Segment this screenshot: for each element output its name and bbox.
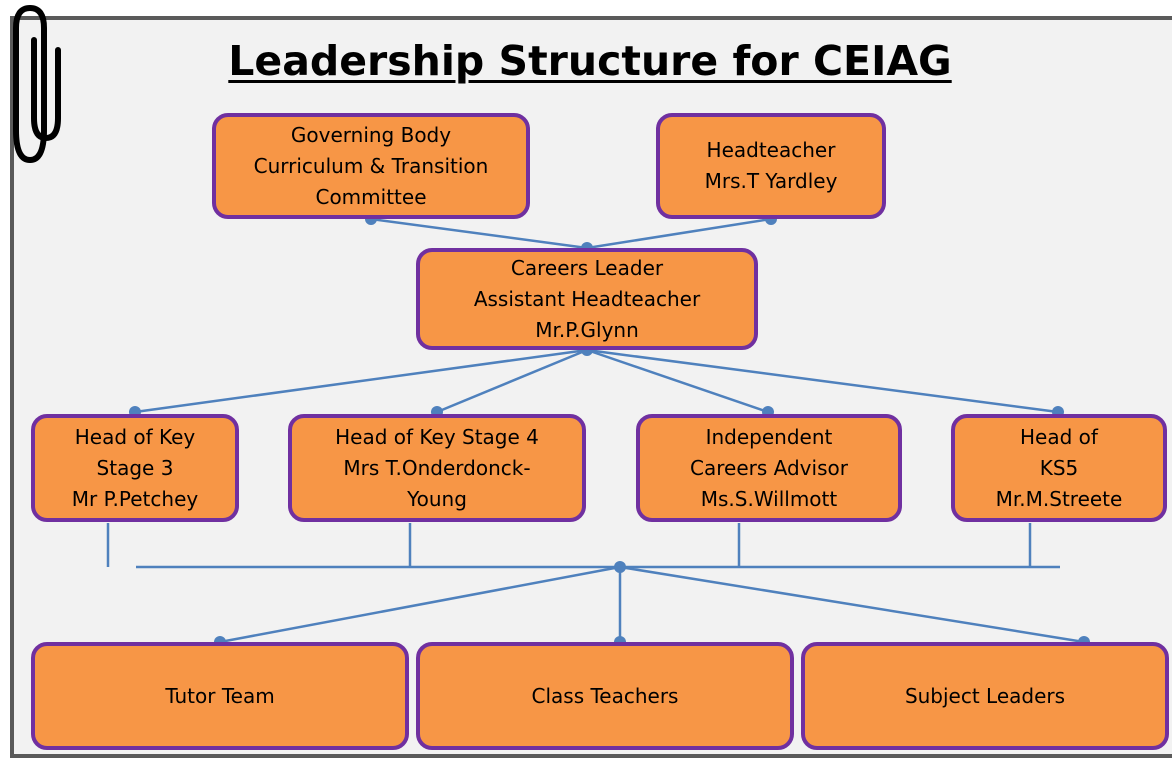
connector-hub-to-tutor (219, 565, 621, 644)
node-tutor-team: Tutor Team (31, 642, 409, 750)
chart-frame (10, 16, 1172, 758)
node-subject-leaders: Subject Leaders (801, 642, 1169, 750)
connector-dot (614, 561, 626, 573)
connector-careers-to-advisor (586, 348, 769, 414)
page-title: Leadership Structure for CEIAG (228, 37, 952, 85)
connector-careers-to-ks5 (586, 348, 1059, 414)
node-headteacher: Headteacher Mrs.T Yardley (656, 113, 886, 219)
connector-hub-to-subject (619, 565, 1085, 644)
paperclip-icon (13, 5, 61, 163)
node-head-ks4: Head of Key Stage 4 Mrs T.Onderdonck- Yo… (288, 414, 586, 522)
connector-headteacher-to-careers (586, 217, 772, 250)
node-head-ks5: Head of KS5 Mr.M.Streete (951, 414, 1167, 522)
connector-careers-to-ks4 (436, 348, 588, 414)
node-head-ks3: Head of Key Stage 3 Mr P.Petchey (31, 414, 239, 522)
node-governing-body: Governing Body Curriculum & Transition C… (212, 113, 530, 219)
connector-governing-to-careers (370, 217, 588, 250)
node-careers-advisor: Independent Careers Advisor Ms.S.Willmot… (636, 414, 902, 522)
connector-careers-to-ks3 (134, 348, 588, 414)
node-class-teachers: Class Teachers (416, 642, 794, 750)
node-careers-leader: Careers Leader Assistant Headteacher Mr.… (416, 248, 758, 350)
